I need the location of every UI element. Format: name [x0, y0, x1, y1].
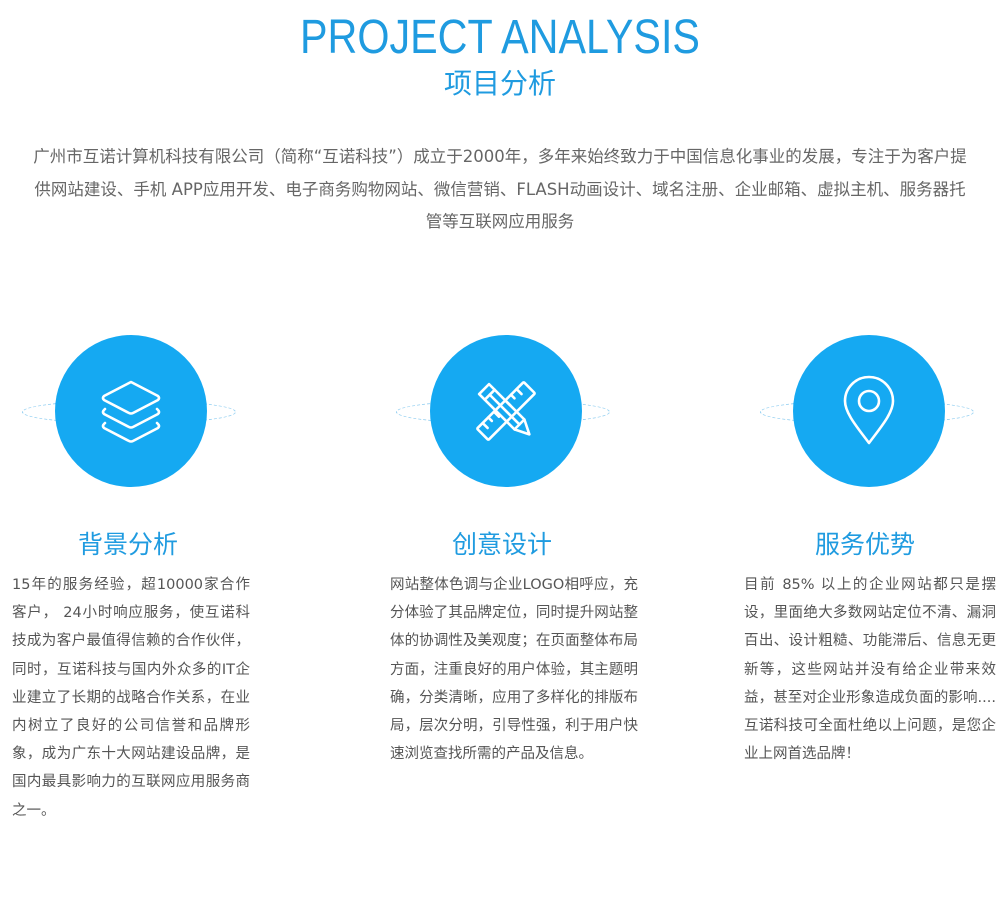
icon-circle — [430, 335, 582, 487]
location-pin-icon — [843, 375, 895, 445]
feature-description: 15年的服务经验，超10000家合作客户， 24小时响应服务，使互诺科技成为客户… — [12, 577, 250, 819]
icon-badge — [22, 335, 242, 490]
layers-icon — [101, 380, 161, 443]
icon-badge — [760, 335, 980, 490]
feature-title: 背景分析 — [77, 530, 178, 559]
feature-title: 服务优势 — [814, 530, 915, 559]
feature-description: 网站整体色调与企业LOGO相呼应，充分体验了其品牌定位，同时提升网站整体的协调性… — [390, 577, 638, 763]
intro-paragraph: 广州市互诺计算机科技有限公司（简称“互诺科技”）成立于2000年，多年来始终致力… — [33, 147, 967, 231]
feature-description: 目前 85% 以上的企业网站都只是摆设，里面绝大多数网站定位不清、漏洞百出、设计… — [744, 577, 996, 763]
pencil-ruler-icon — [476, 381, 536, 441]
page-title-cn: 项目分析 — [443, 67, 556, 100]
icon-badge — [396, 335, 616, 490]
feature-title: 创意设计 — [451, 530, 552, 559]
page-title-en: PROJECT ANALYSIS — [300, 11, 700, 64]
icon-circle — [55, 335, 207, 487]
icon-circle — [793, 335, 945, 487]
